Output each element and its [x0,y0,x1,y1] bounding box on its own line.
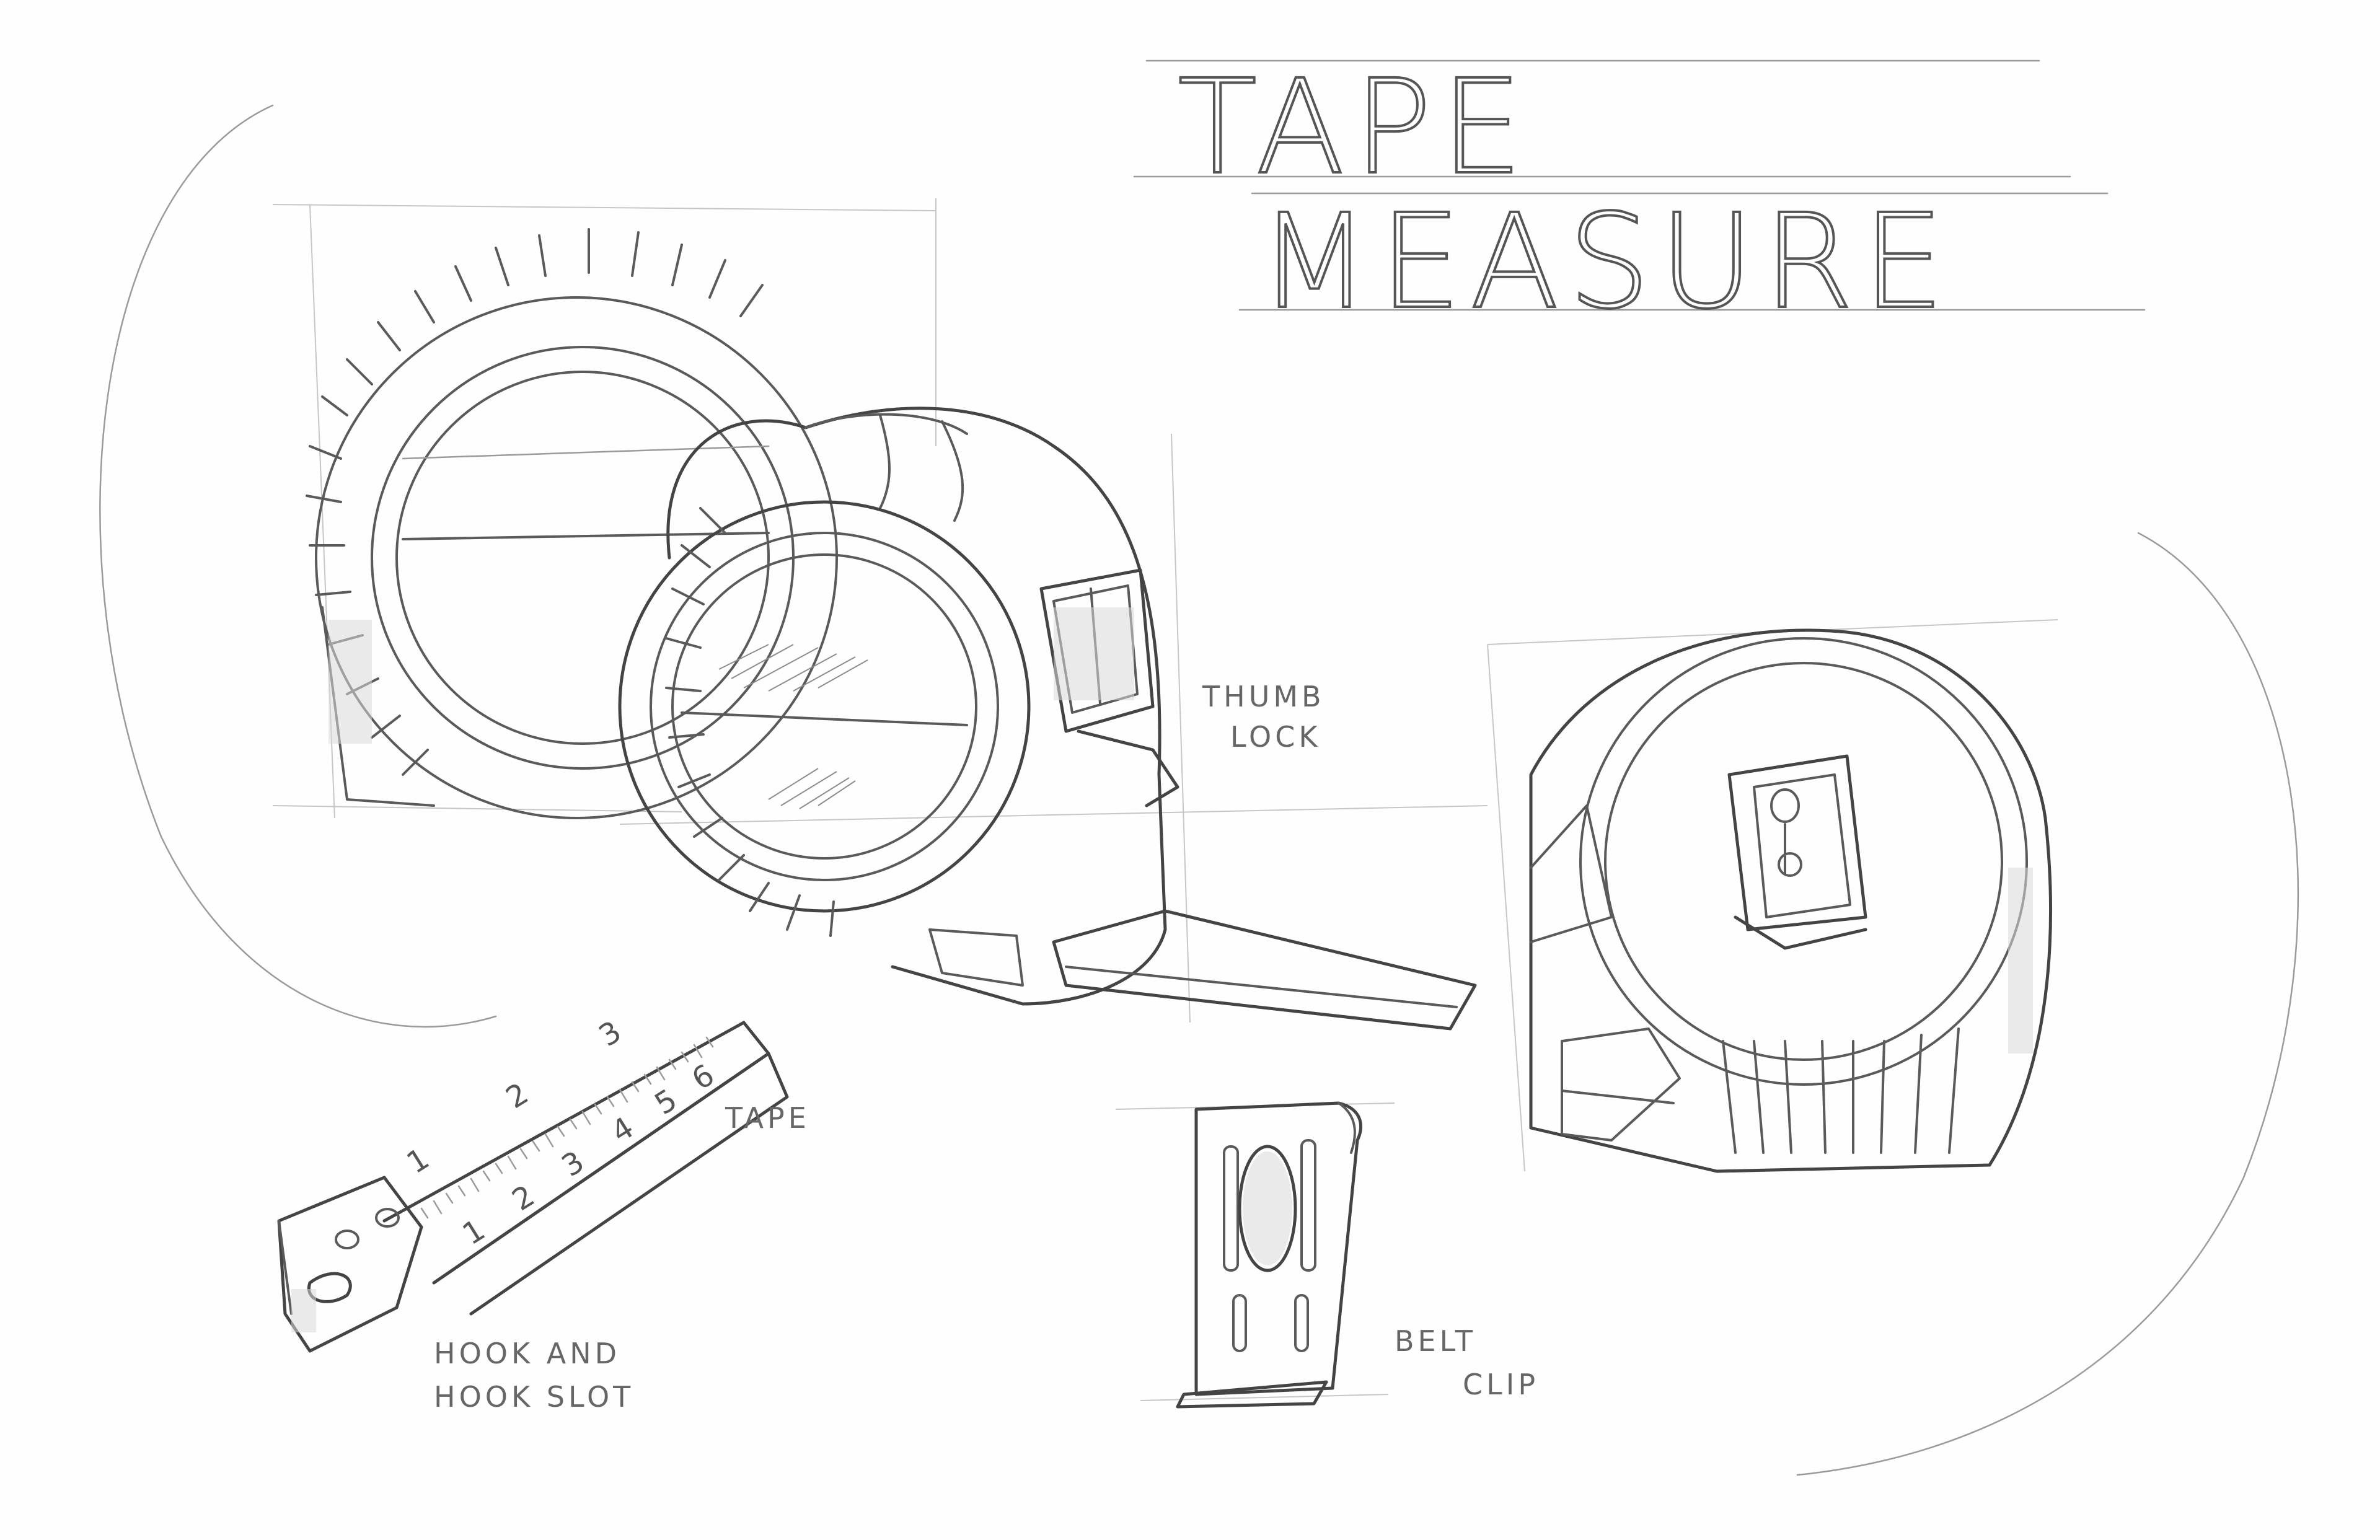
tape-measure-front-view [618,407,1477,1031]
label-belt-clip-1: BELT [1395,1324,1476,1358]
label-hook-2: HOOK SLOT [434,1380,634,1414]
title: TAPE MEASURE [1133,50,2146,339]
label-thumb-lock-2: LOCK [1230,720,1321,754]
construction-guides [272,198,2058,1401]
tape-hook [277,1021,789,1353]
tape-number-top-2: 2 [500,1076,535,1115]
label-tape: TAPE [725,1101,810,1135]
belt-clip [1176,1101,1362,1409]
tape-number-top-1: 1 [401,1141,436,1181]
title-line-2: MEASURE [1258,186,1953,338]
label-hook-1: HOOK AND [434,1337,620,1370]
label-thumb-lock-1: THUMB [1202,680,1325,713]
tape-measure-back-view [1529,628,2052,1173]
title-line-1: TAPE [1178,51,1532,203]
tape-measure-side-view [306,228,838,819]
tape-number-top-3: 3 [593,1014,628,1054]
background-swoosh-right [1796,532,2299,1476]
label-belt-clip-2: CLIP [1463,1368,1539,1401]
tape-numbers: 1 2 3 1 2 3 4 5 6 [401,1014,721,1252]
background-swoosh-left [99,104,497,1028]
